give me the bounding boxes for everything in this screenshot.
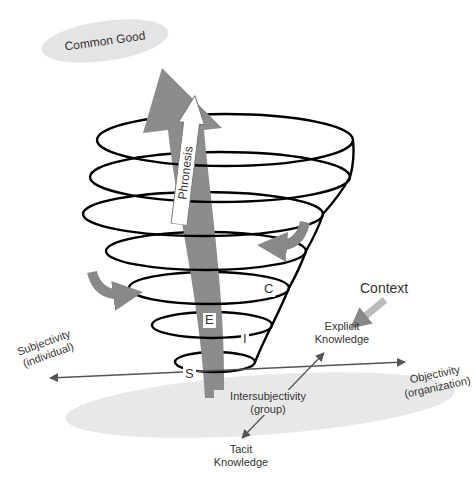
- seci-letter: S: [183, 367, 196, 382]
- subjectivity-axis: [50, 362, 405, 378]
- axis-label: Intersubjectivity (group): [214, 390, 322, 415]
- spiral-front: [83, 140, 354, 372]
- axis-label: Explicit Knowledge: [304, 320, 380, 345]
- context-label: Context: [360, 280, 408, 296]
- arrow-outline: [166, 94, 208, 226]
- common-good-cloud: Common Good: [38, 11, 173, 71]
- rotation-arrow: [272, 222, 305, 246]
- cloud-outline: [39, 12, 171, 69]
- seci-letter: E: [203, 313, 216, 328]
- axis-label: Tacit Knowledge: [208, 443, 274, 468]
- context-arrow: [358, 300, 385, 322]
- phronesis-arrow: [143, 68, 224, 398]
- rotation-arrow: [92, 272, 128, 295]
- axis-label: Subjectivity (individual): [4, 323, 88, 374]
- seci-letter: I: [241, 332, 249, 347]
- seci-letter: C: [262, 282, 275, 297]
